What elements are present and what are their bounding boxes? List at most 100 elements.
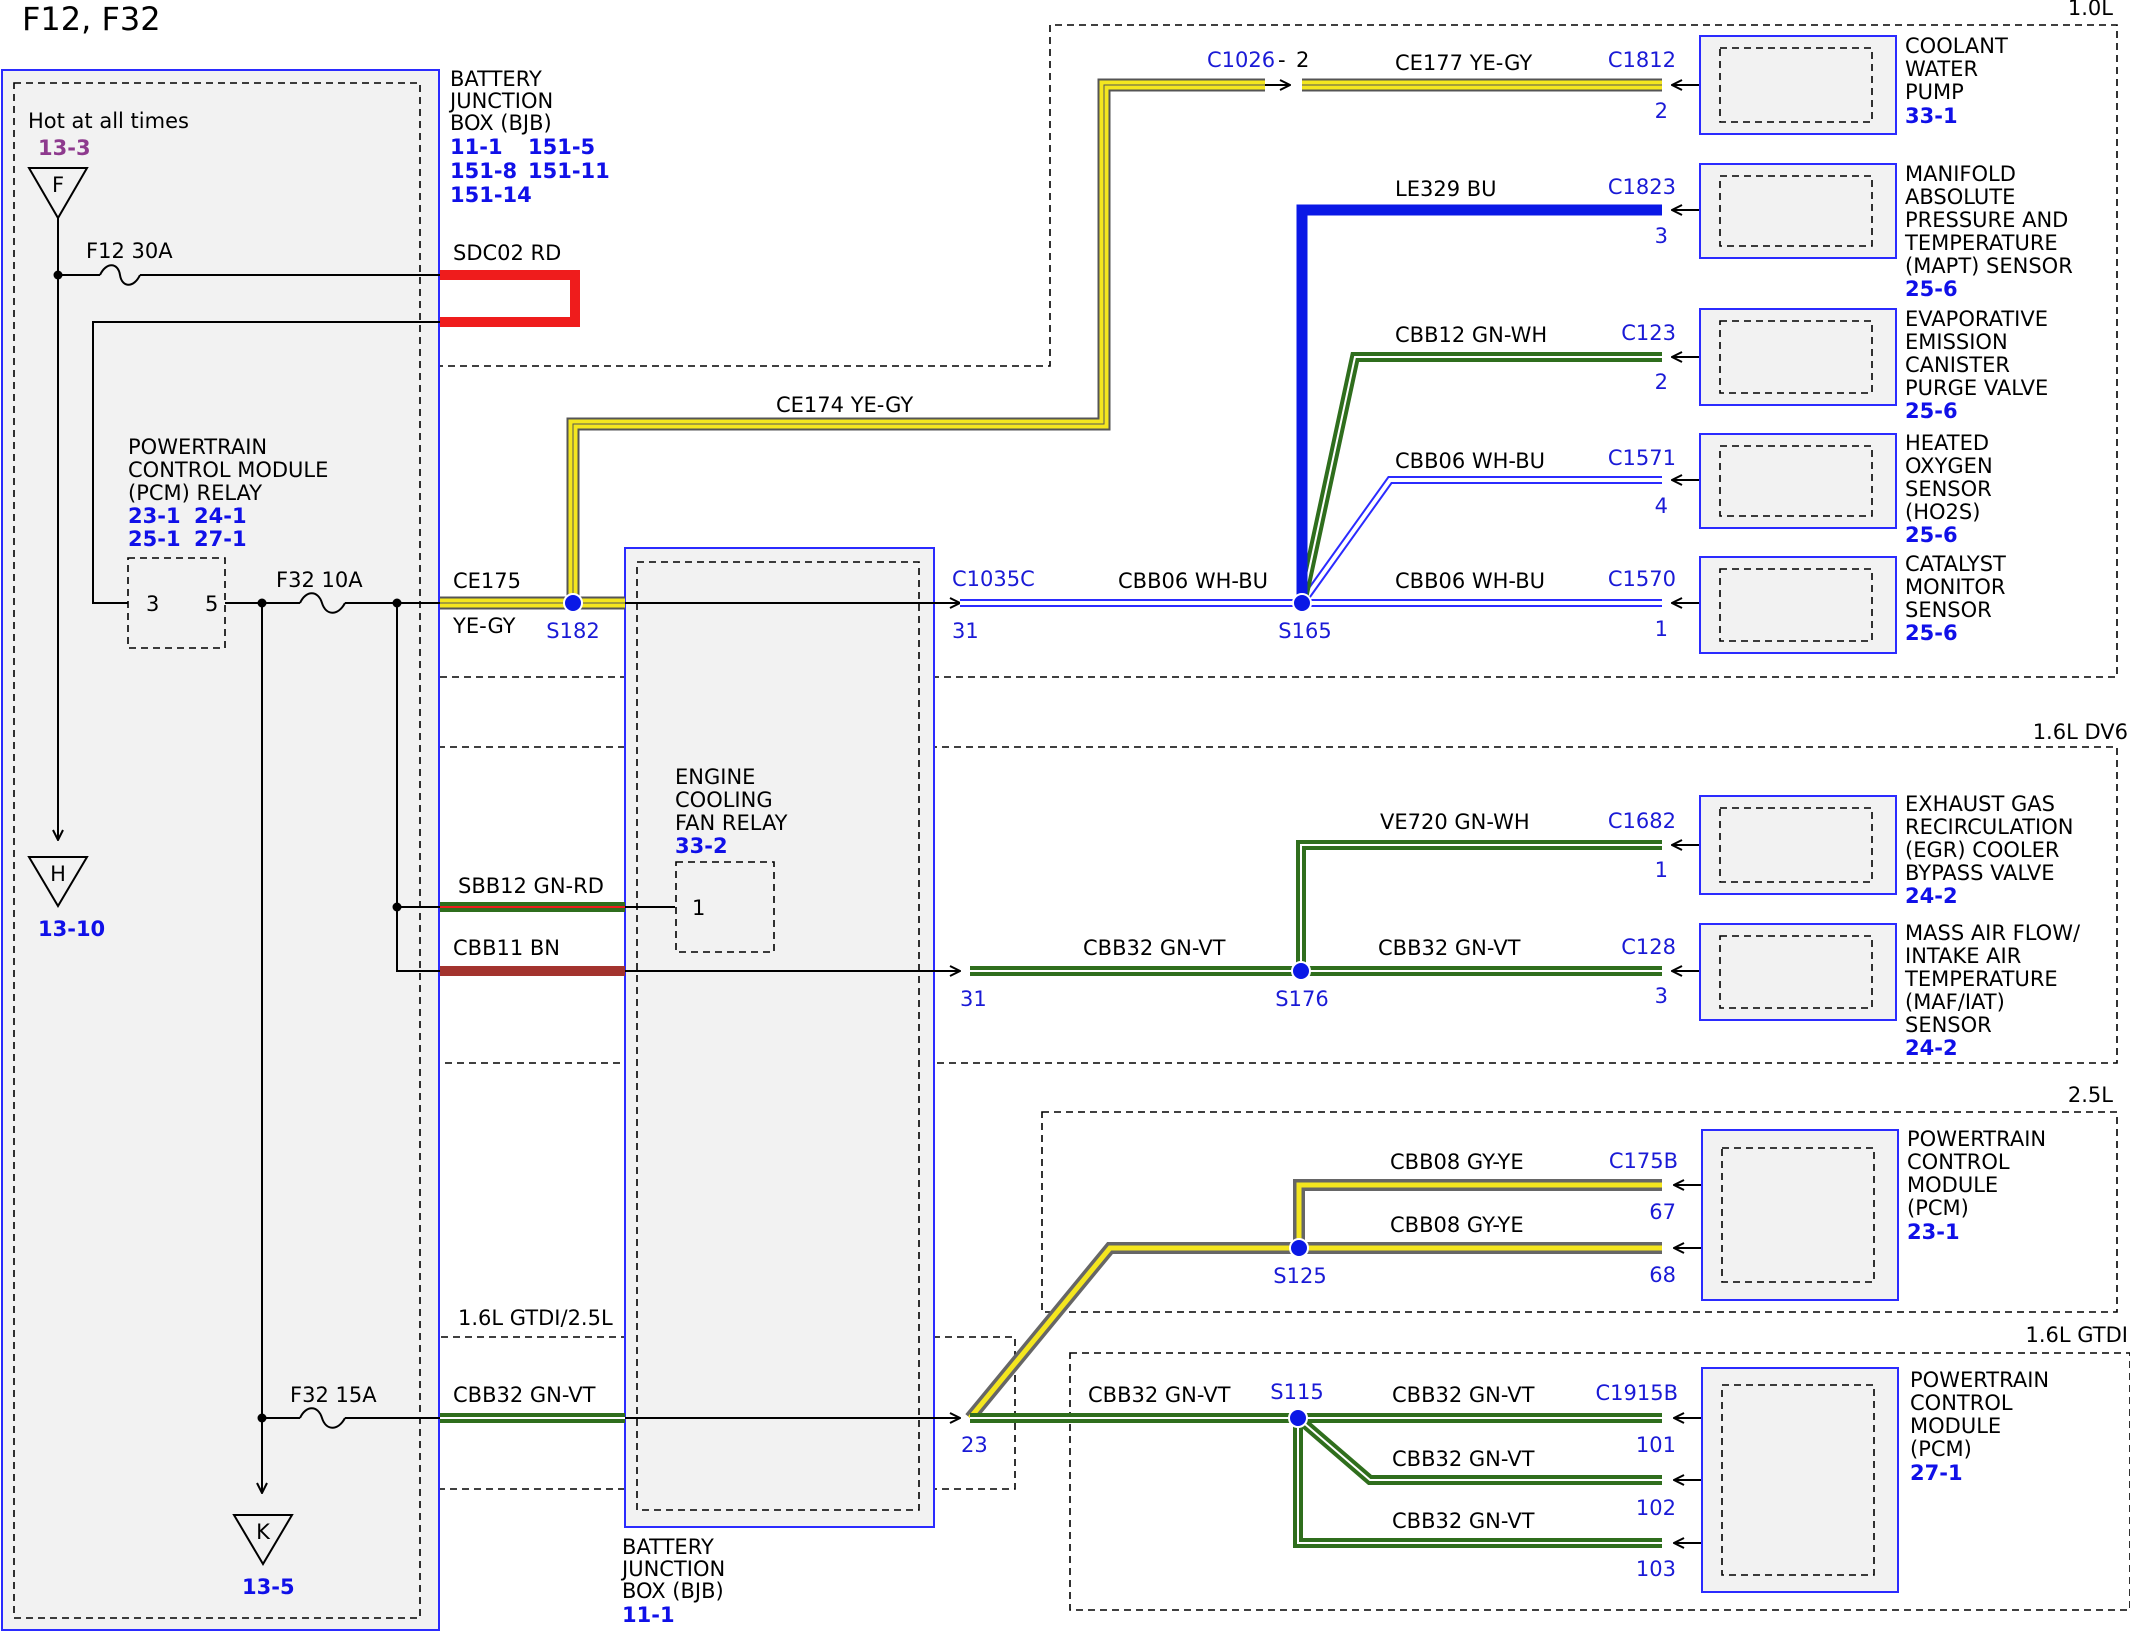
connector-c1812: C1812 [1608, 48, 1676, 72]
connector-gtdi-pin: 23 [961, 1433, 988, 1457]
hot-ref: 13-3 [38, 136, 91, 160]
svg-text:25-6: 25-6 [1905, 621, 1958, 645]
svg-text:MODULE: MODULE [1910, 1414, 2001, 1438]
wire-cbb32-label-b: CBB32 GN-VT [1378, 936, 1521, 960]
svg-text:F: F [52, 173, 64, 197]
svg-text:MONITOR: MONITOR [1905, 575, 2006, 599]
wire-cbb12-label: CBB12 GN-WH [1395, 323, 1547, 347]
fan-relay-pin: 1 [692, 896, 705, 920]
svg-text:BOX (BJB): BOX (BJB) [450, 111, 552, 135]
svg-text:23-1: 23-1 [128, 504, 181, 528]
svg-text:CONTROL: CONTROL [1907, 1150, 2010, 1174]
svg-text:(MAPT) SENSOR: (MAPT) SENSOR [1905, 254, 2073, 278]
pcm-relay-pin-5: 5 [205, 592, 218, 616]
connector-c1570-pin: 1 [1655, 617, 1668, 641]
splice-s182: S182 [546, 593, 600, 643]
connector-c1026-pin-num: 2 [1296, 48, 1309, 72]
svg-text:23-1: 23-1 [1907, 1220, 1960, 1244]
pcm-relay-label: POWERTRAIN CONTROL MODULE (PCM) RELAY 23… [128, 435, 328, 551]
fuse-f12-icon [99, 264, 141, 286]
variant-1-6l-dv6-label: 1.6L DV6 [2033, 720, 2128, 744]
svg-text:24-2: 24-2 [1905, 884, 1958, 908]
connector-c128: C128 [1621, 935, 1676, 959]
wire-cbb06-label-a: CBB06 WH-BU [1118, 569, 1268, 593]
svg-text:151-5: 151-5 [528, 135, 595, 159]
splice-s125: S125 [1273, 1238, 1327, 1288]
svg-text:HEATED: HEATED [1905, 431, 1989, 455]
variant-1-6l-gtdi-label: 1.6L GTDI [2026, 1323, 2129, 1347]
svg-text:(EGR) COOLER: (EGR) COOLER [1905, 838, 2059, 862]
svg-text:EVAPORATIVE: EVAPORATIVE [1905, 307, 2048, 331]
connector-c1812-pin: 2 [1655, 99, 1668, 123]
svg-text:CONTROL MODULE: CONTROL MODULE [128, 458, 328, 482]
svg-text:25-6: 25-6 [1905, 277, 1958, 301]
svg-text:27-1: 27-1 [1910, 1461, 1963, 1485]
fan-relay-box [675, 861, 775, 953]
svg-text:(PCM) RELAY: (PCM) RELAY [128, 481, 262, 505]
bjb-right-box [624, 547, 935, 1528]
box-1-6l-gtdi [1069, 1352, 2130, 1611]
connector-c1915b-pin-102: 102 [1636, 1496, 1676, 1520]
connector-c128-pin: 3 [1655, 984, 1668, 1008]
svg-text:S115: S115 [1270, 1380, 1323, 1404]
svg-text:151-8: 151-8 [450, 159, 517, 183]
svg-text:PURGE VALVE: PURGE VALVE [1905, 376, 2048, 400]
connector-c1915b: C1915B [1595, 1381, 1678, 1405]
connector-c1682-pin: 1 [1655, 858, 1668, 882]
connector-c175b: C175B [1609, 1149, 1678, 1173]
terminal-h-icon: H [27, 856, 89, 908]
svg-text:POWERTRAIN: POWERTRAIN [1910, 1368, 2049, 1392]
svg-text:27-1: 27-1 [194, 527, 247, 551]
terminal-h-ref: 13-10 [38, 917, 105, 941]
connector-c123-pin: 2 [1655, 370, 1668, 394]
svg-text:PRESSURE AND: PRESSURE AND [1905, 208, 2068, 232]
svg-text:TEMPERATURE: TEMPERATURE [1904, 967, 2058, 991]
svg-text:INTAKE AIR: INTAKE AIR [1905, 944, 2021, 968]
page-title: F12, F32 [22, 0, 161, 38]
svg-text:(MAF/IAT): (MAF/IAT) [1905, 990, 2005, 1014]
svg-text:EXHAUST GAS: EXHAUST GAS [1905, 792, 2055, 816]
pcm-relay-pin-3: 3 [146, 592, 159, 616]
svg-text:11-1: 11-1 [450, 135, 503, 159]
connector-c1682: C1682 [1608, 809, 1676, 833]
svg-text:POWERTRAIN: POWERTRAIN [1907, 1127, 2046, 1151]
svg-text:MODULE: MODULE [1907, 1173, 1998, 1197]
component-catalyst-monitor-sensor: CATALYST MONITOR SENSOR 25-6 [1699, 552, 2006, 654]
svg-text:MASS AIR FLOW/: MASS AIR FLOW/ [1905, 921, 2081, 945]
svg-text:25-6: 25-6 [1905, 399, 1958, 423]
connector-c1035c-pin: 31 [952, 619, 979, 643]
internal-wiring [54, 218, 961, 1493]
wire-cbb32-dv6 [970, 840, 1662, 976]
terminal-k-ref: 13-5 [242, 1575, 295, 1599]
svg-text:25-1: 25-1 [128, 527, 181, 551]
wire-cbb08-label-b: CBB08 GY-YE [1390, 1213, 1524, 1237]
svg-text:24-2: 24-2 [1905, 1036, 1958, 1060]
hot-at-all-times: Hot at all times [28, 109, 189, 133]
component-pcm-2-5l: POWERTRAIN CONTROL MODULE (PCM) 23-1 [1701, 1127, 2046, 1301]
svg-text:CANISTER: CANISTER [1905, 353, 2010, 377]
wire-cbb32-label-e: CBB32 GN-VT [1392, 1383, 1535, 1407]
connector-c175b-pin-68: 68 [1649, 1263, 1676, 1287]
wire-cbb32-label-a: CBB32 GN-VT [1083, 936, 1226, 960]
wire-cbb06-label-b: CBB06 WH-BU [1395, 569, 1545, 593]
wire-ce175-label-a: CE175 [453, 569, 521, 593]
fan-relay-label: ENGINE COOLING FAN RELAY 33-2 [675, 765, 788, 858]
svg-text:151-14: 151-14 [450, 183, 532, 207]
connector-c1823: C1823 [1608, 175, 1676, 199]
svg-text:SENSOR: SENSOR [1905, 477, 1992, 501]
svg-text:EMISSION: EMISSION [1905, 330, 2008, 354]
box-2-5l [1041, 1111, 2118, 1313]
connector-c1571: C1571 [1608, 446, 1676, 470]
fuse-f12-label: F12 30A [86, 239, 173, 263]
component-evap-purge-valve: EVAPORATIVE EMISSION CANISTER PURGE VALV… [1699, 307, 2048, 423]
svg-text:MANIFOLD: MANIFOLD [1905, 162, 2016, 186]
wire-ce175-label-b: YE-GY [452, 614, 516, 638]
svg-text:SENSOR: SENSOR [1905, 1013, 1992, 1037]
connector-c1915b-pin-103: 103 [1636, 1557, 1676, 1581]
wire-cbb11-label: CBB11 BN [453, 936, 560, 960]
connector-c1915b-pin-101: 101 [1636, 1433, 1676, 1457]
splice-s176: S176 [1275, 961, 1329, 1011]
splice-s115: S115 [1270, 1380, 1324, 1428]
bjb-left-box [1, 69, 440, 1631]
variant-2-5l-label: 2.5L [2068, 1083, 2113, 1107]
